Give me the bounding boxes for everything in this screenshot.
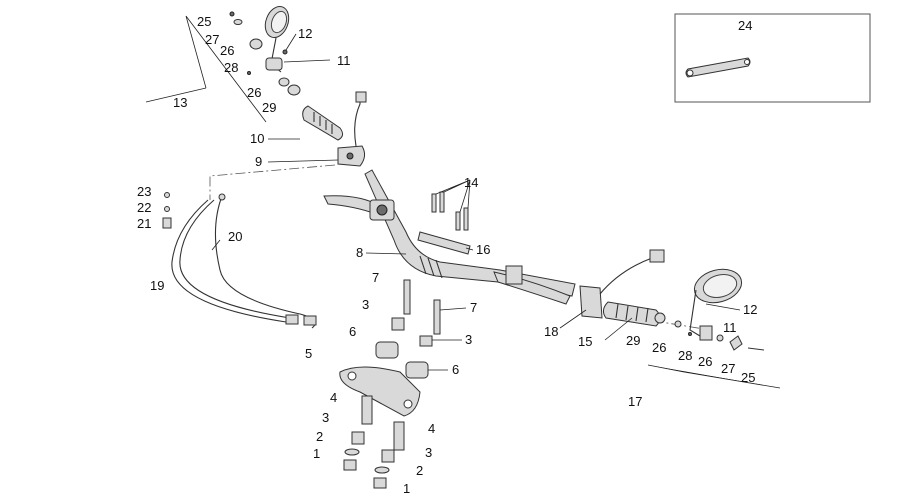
callout-4-right: 4 <box>428 421 435 436</box>
callout-6-right: 6 <box>452 362 459 377</box>
callout-6-left: 6 <box>349 324 356 339</box>
callout-5: 5 <box>305 346 312 361</box>
callout-4-left: 4 <box>330 390 337 405</box>
clamp-16 <box>417 231 471 255</box>
brake-hoses <box>171 193 317 329</box>
leader-lines <box>211 33 741 371</box>
riser-bolts-7 <box>403 279 441 335</box>
banjo-bolts <box>162 192 172 229</box>
callout-11-lower: 11 <box>723 320 737 335</box>
callout-labels: 25 27 26 28 12 11 26 13 29 10 9 24 23 22… <box>137 14 757 493</box>
callout-14: 14 <box>464 175 478 190</box>
callout-29-lower: 29 <box>626 333 640 348</box>
left-switch-housing <box>337 91 367 167</box>
callout-9: 9 <box>255 154 262 169</box>
callout-12-upper: 12 <box>298 26 312 41</box>
callout-1-left: 1 <box>313 446 320 461</box>
callout-3-b: 3 <box>465 332 472 347</box>
callout-8: 8 <box>356 245 363 260</box>
callout-19: 19 <box>150 278 164 293</box>
right-grip <box>602 301 661 327</box>
inset-box-24 <box>674 13 871 103</box>
callout-2-left: 2 <box>316 429 323 444</box>
clutch-lever <box>493 265 571 305</box>
callout-25-upper: 25 <box>197 14 211 29</box>
top-yoke-5 <box>339 366 421 417</box>
callout-1-right: 1 <box>403 481 410 493</box>
callout-27-upper: 27 <box>205 32 219 47</box>
callout-12-lower: 12 <box>743 302 757 317</box>
callout-3-d: 3 <box>425 445 432 460</box>
left-grip <box>302 105 344 141</box>
callout-11-upper: 11 <box>337 53 351 68</box>
callout-26-upper: 26 <box>220 43 234 58</box>
callout-15: 15 <box>578 334 592 349</box>
callout-17: 17 <box>628 394 642 409</box>
callout-2-right: 2 <box>416 463 423 478</box>
callout-7-left: 7 <box>372 270 379 285</box>
callout-26-lower-b: 26 <box>698 354 712 369</box>
callout-26-lower: 26 <box>652 340 666 355</box>
callout-27-lower: 27 <box>721 361 735 376</box>
callout-28-lower: 28 <box>678 348 692 363</box>
callout-3-a: 3 <box>362 297 369 312</box>
callout-24: 24 <box>738 18 752 33</box>
bolts-14 <box>431 191 469 231</box>
lower-stack-right <box>373 421 405 489</box>
callout-13: 13 <box>173 95 187 110</box>
callout-21: 21 <box>137 216 151 231</box>
wrench-tool <box>685 57 751 78</box>
brake-master-cylinder <box>323 195 395 221</box>
handlebar <box>364 169 576 297</box>
callout-20: 20 <box>228 229 242 244</box>
callout-7-right: 7 <box>470 300 477 315</box>
callout-23: 23 <box>137 184 151 199</box>
bushings-3-6 <box>375 317 433 379</box>
left-mirror-assembly <box>145 6 367 167</box>
callout-22: 22 <box>137 200 151 215</box>
callout-25-lower: 25 <box>741 370 755 385</box>
lower-stack-left <box>343 395 373 471</box>
callout-18: 18 <box>544 324 558 339</box>
callout-3-c: 3 <box>322 410 329 425</box>
callout-26-upper-b: 26 <box>247 85 261 100</box>
callout-10: 10 <box>250 131 264 146</box>
callout-28-upper: 28 <box>224 60 238 75</box>
right-mirror-assembly <box>647 268 781 389</box>
callout-16: 16 <box>476 242 490 257</box>
callout-29-upper: 29 <box>262 100 276 115</box>
